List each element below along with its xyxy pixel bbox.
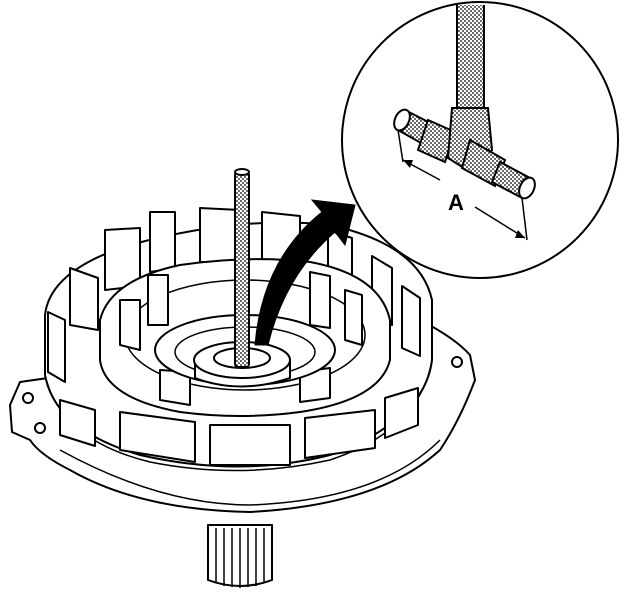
output-shaft	[207, 524, 273, 588]
gauge-rod	[456, 5, 485, 111]
callout-arrow	[254, 199, 356, 346]
clutch-housing	[44, 207, 433, 472]
t-handle-gauge	[393, 107, 536, 200]
detail-circle: A	[341, 1, 619, 279]
measuring-rod	[234, 168, 250, 368]
callout-label-a: A	[448, 190, 464, 215]
dimension-A: A	[397, 129, 528, 241]
